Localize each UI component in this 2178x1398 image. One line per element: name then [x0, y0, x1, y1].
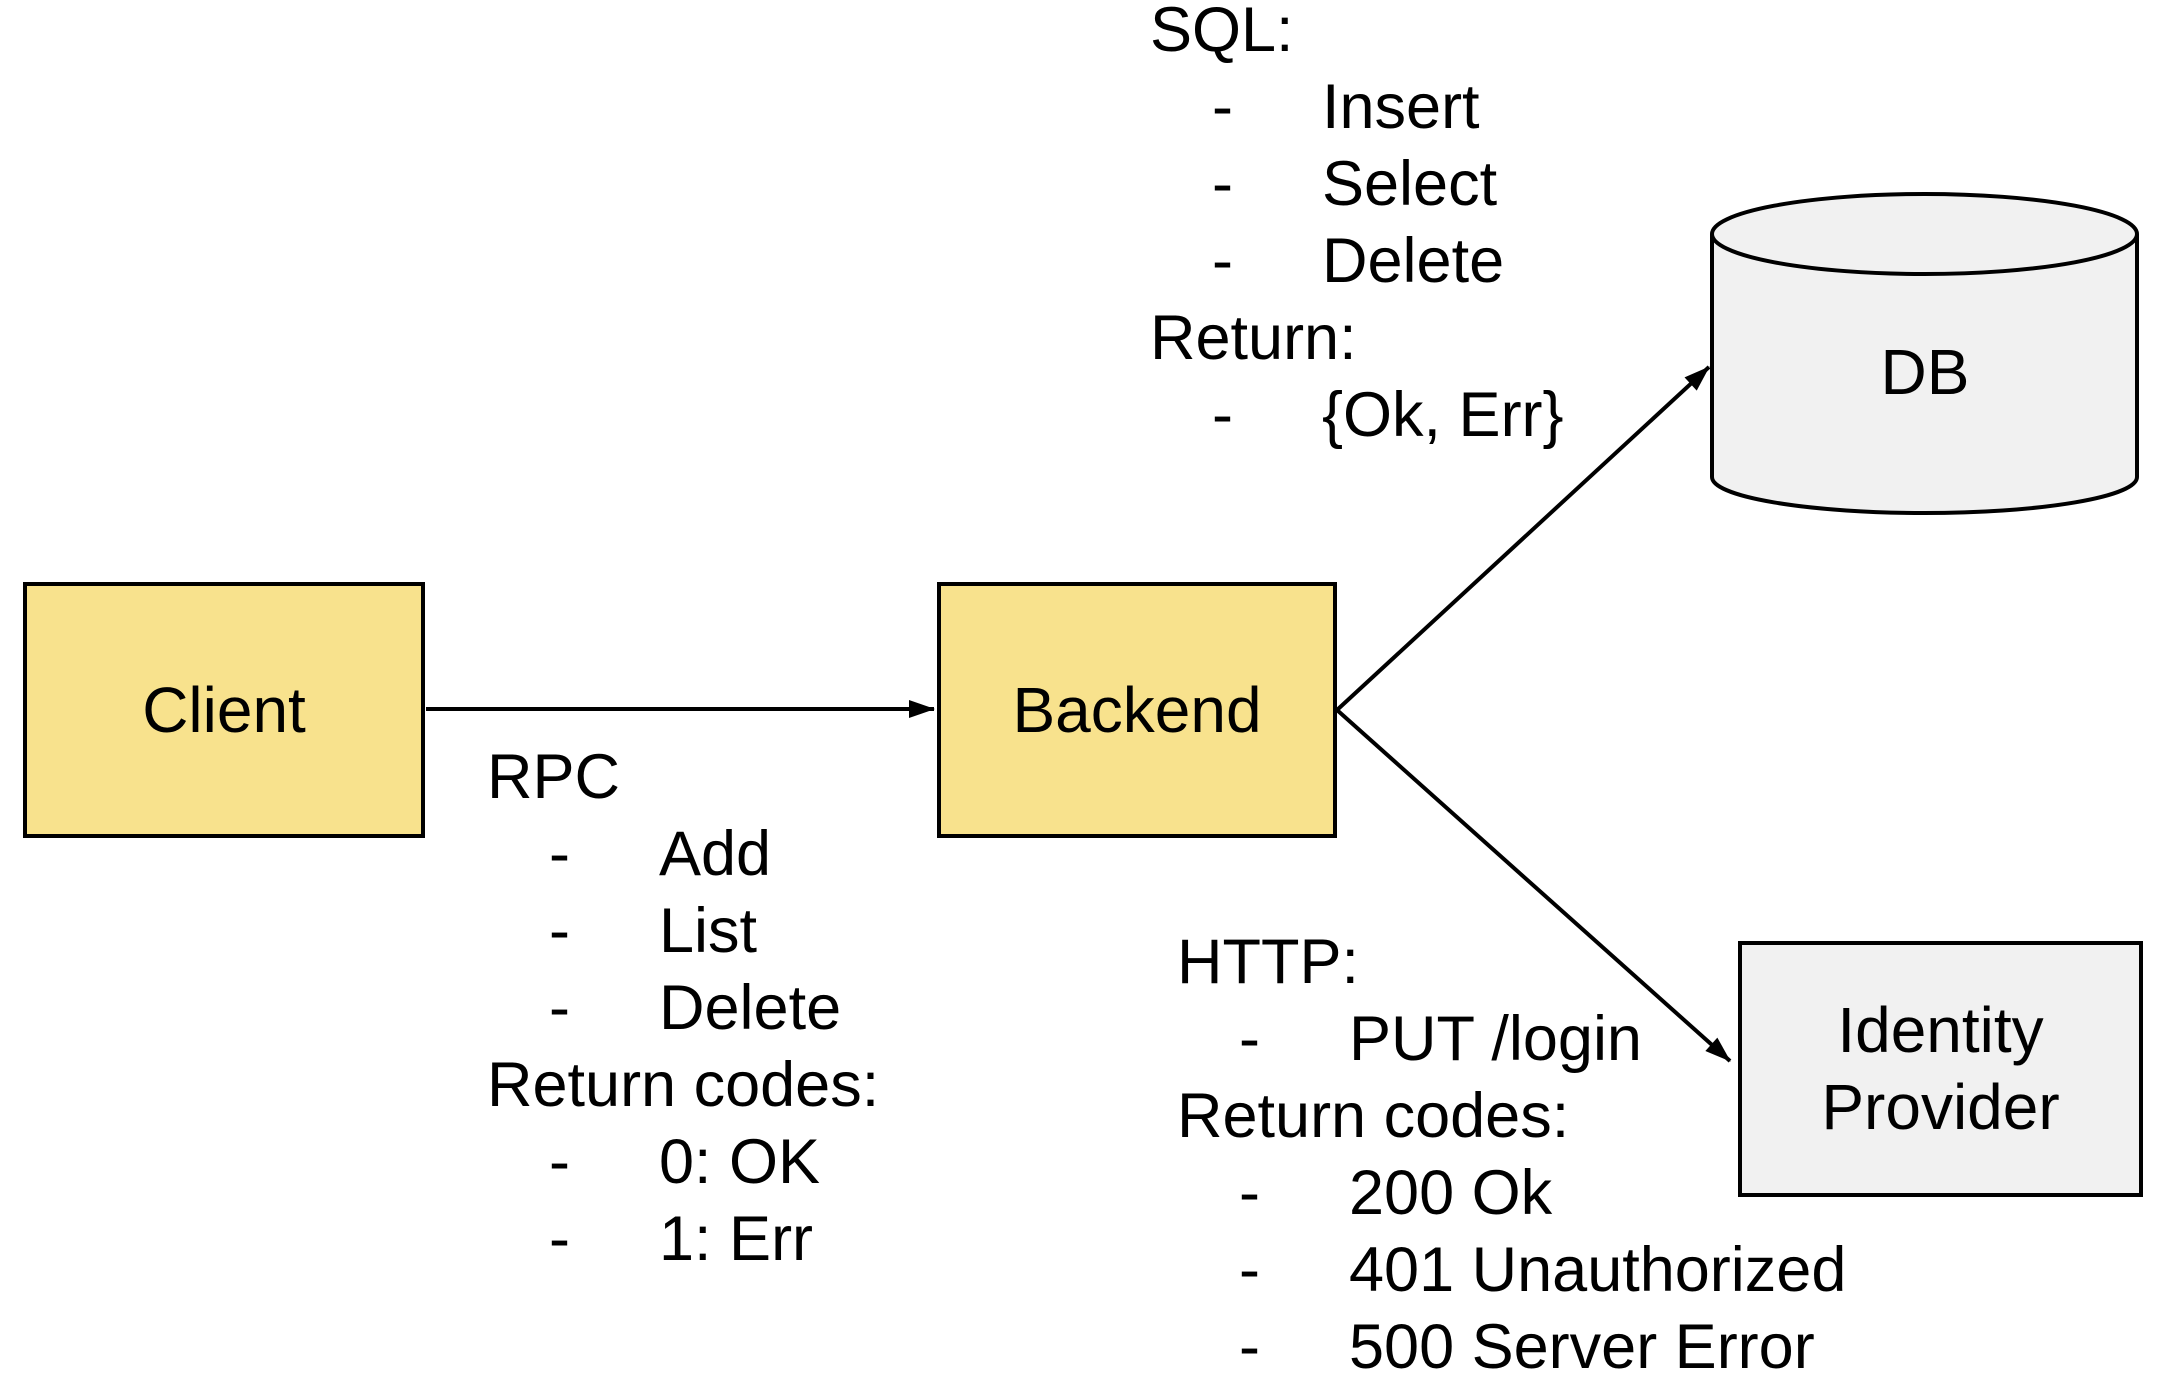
backend-label: Backend — [1012, 673, 1262, 746]
http-return-item-text: 200 Ok — [1349, 1158, 1553, 1228]
rpc-return-item-text: 0: OK — [659, 1127, 821, 1197]
http-annotation: HTTP: -PUT /login Return codes: -200 Ok … — [1177, 924, 1846, 1386]
sql-item-text: Select — [1322, 149, 1498, 219]
bullet-dash: - — [1239, 1235, 1260, 1305]
sql-title: SQL: — [1150, 0, 1294, 65]
bullet-dash: - — [1212, 226, 1233, 296]
sql-item: - Select — [1150, 146, 1564, 223]
sql-item-text: Insert — [1322, 72, 1480, 142]
bullet-dash: - — [1212, 149, 1233, 219]
rpc-item-text: Delete — [659, 973, 842, 1043]
http-return-title: Return codes: — [1177, 1081, 1570, 1151]
http-item-text: PUT /login — [1349, 1004, 1642, 1074]
rpc-item: - Add — [487, 816, 879, 893]
bullet-dash: - — [1239, 1004, 1260, 1074]
http-return-item: - 200 Ok — [1177, 1155, 1846, 1232]
client-node: Client — [23, 582, 425, 838]
bullet-dash: - — [1212, 380, 1233, 450]
db-cylinder-top — [1710, 192, 2139, 276]
rpc-annotation: RPC - Add - List - Delete Return codes: - 0:… — [487, 739, 879, 1278]
arrow-backend-to-identity-provider — [1335, 708, 1732, 1063]
arrow-backend-to-db — [1335, 365, 1711, 712]
rpc-item: - Delete — [487, 970, 879, 1047]
identity-provider-node: Identity Provider — [1738, 941, 2143, 1197]
bullet-dash: - — [1239, 1158, 1260, 1228]
bullet-dash: - — [1212, 72, 1233, 142]
identity-provider-label-line2: Provider — [1821, 1071, 2060, 1143]
http-return-item-text: 401 Unauthorized — [1349, 1235, 1847, 1305]
http-title: HTTP: — [1177, 927, 1359, 997]
rpc-item-text: List — [659, 896, 758, 966]
rpc-return-item-text: 1: Err — [659, 1204, 814, 1274]
http-item: - PUT /login — [1177, 1001, 1846, 1078]
sql-return-item: - {Ok, Err} — [1150, 377, 1564, 454]
rpc-title: RPC — [487, 742, 621, 812]
db-node-label: DB — [1880, 336, 1970, 408]
bullet-dash: - — [549, 819, 570, 889]
sql-item: - Insert — [1150, 69, 1564, 146]
rpc-return-title: Return codes: — [487, 1050, 880, 1120]
backend-node: Backend — [937, 582, 1337, 838]
bullet-dash: - — [549, 1127, 570, 1197]
sql-item-text: Delete — [1322, 226, 1505, 296]
bullet-dash: - — [1239, 1312, 1260, 1382]
identity-provider-label: Identity Provider — [1821, 992, 2059, 1146]
sql-annotation: SQL: - Insert - Select - Delete Return: - {O… — [1150, 0, 1564, 454]
http-return-item: - 401 Unauthorized — [1177, 1232, 1846, 1309]
http-return-item: - 500 Server Error — [1177, 1309, 1846, 1386]
http-return-item-text: 500 Server Error — [1349, 1312, 1815, 1382]
sql-return-item-text: {Ok, Err} — [1322, 380, 1564, 450]
client-label: Client — [142, 673, 306, 746]
identity-provider-label-line1: Identity — [1837, 994, 2044, 1066]
bullet-dash: - — [549, 896, 570, 966]
bullet-dash: - — [549, 973, 570, 1043]
rpc-item-text: Add — [659, 819, 772, 889]
sql-return-title: Return: — [1150, 303, 1357, 373]
db-cylinder-body — [1710, 234, 2139, 515]
rpc-item: - List — [487, 893, 879, 970]
sql-item: - Delete — [1150, 223, 1564, 300]
bullet-dash: - — [549, 1204, 570, 1274]
rpc-return-item: - 1: Err — [487, 1201, 879, 1278]
rpc-return-item: - 0: OK — [487, 1124, 879, 1201]
